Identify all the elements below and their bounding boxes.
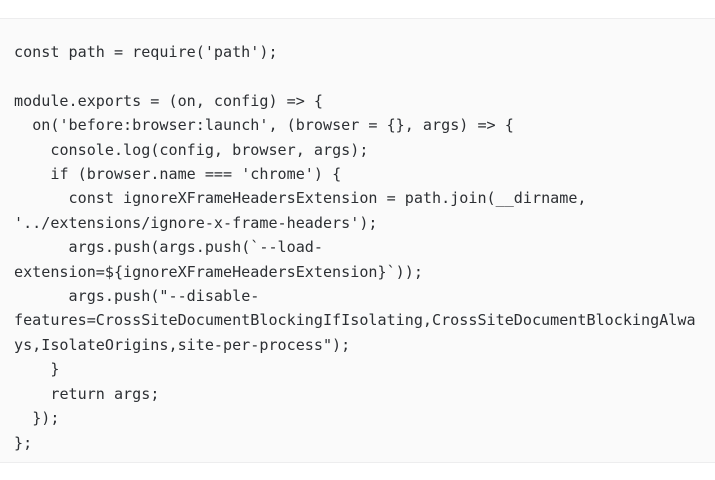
code-block-content: const path = require('path'); module.exp… xyxy=(0,19,715,462)
code-block: const path = require('path'); module.exp… xyxy=(0,18,715,463)
code-text: const path = require('path'); module.exp… xyxy=(14,43,696,452)
